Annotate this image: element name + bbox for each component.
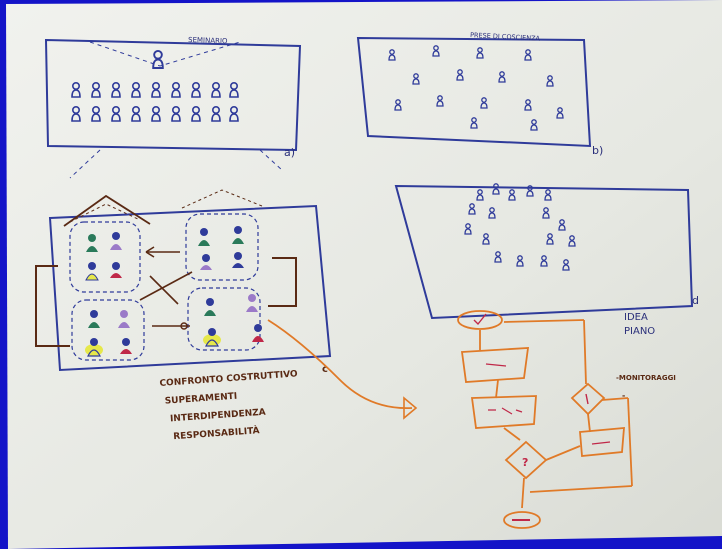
seminario-title: SEMINARIO [188, 36, 228, 45]
prese-title: PRESE DI COSCIENZA [470, 31, 541, 43]
mark-b: b) [592, 144, 603, 157]
panel-cooperative-groups: c [35, 189, 332, 375]
panel-seminario: SEMINARIO a) [44, 36, 302, 179]
svg-text:?: ? [522, 456, 528, 469]
monitoraggi-label: -MONITORAGGI [616, 374, 676, 382]
paper-sheet [6, 0, 722, 549]
panel-prese-di-coscienza: PRESE DI COSCIENZA b) [356, 31, 603, 157]
piano-label: PIANO [624, 326, 655, 337]
monitoraggi-dash: - [622, 391, 625, 400]
mark-d: d [692, 294, 699, 307]
idea-label: IDEA [624, 312, 648, 323]
orange-connector [267, 319, 413, 409]
mark-a: a) [284, 146, 295, 159]
mark-c: c [322, 364, 328, 375]
orange-flowchart: ? [457, 310, 633, 529]
panel-idea-piano: d IDEA PIANO [394, 183, 699, 337]
